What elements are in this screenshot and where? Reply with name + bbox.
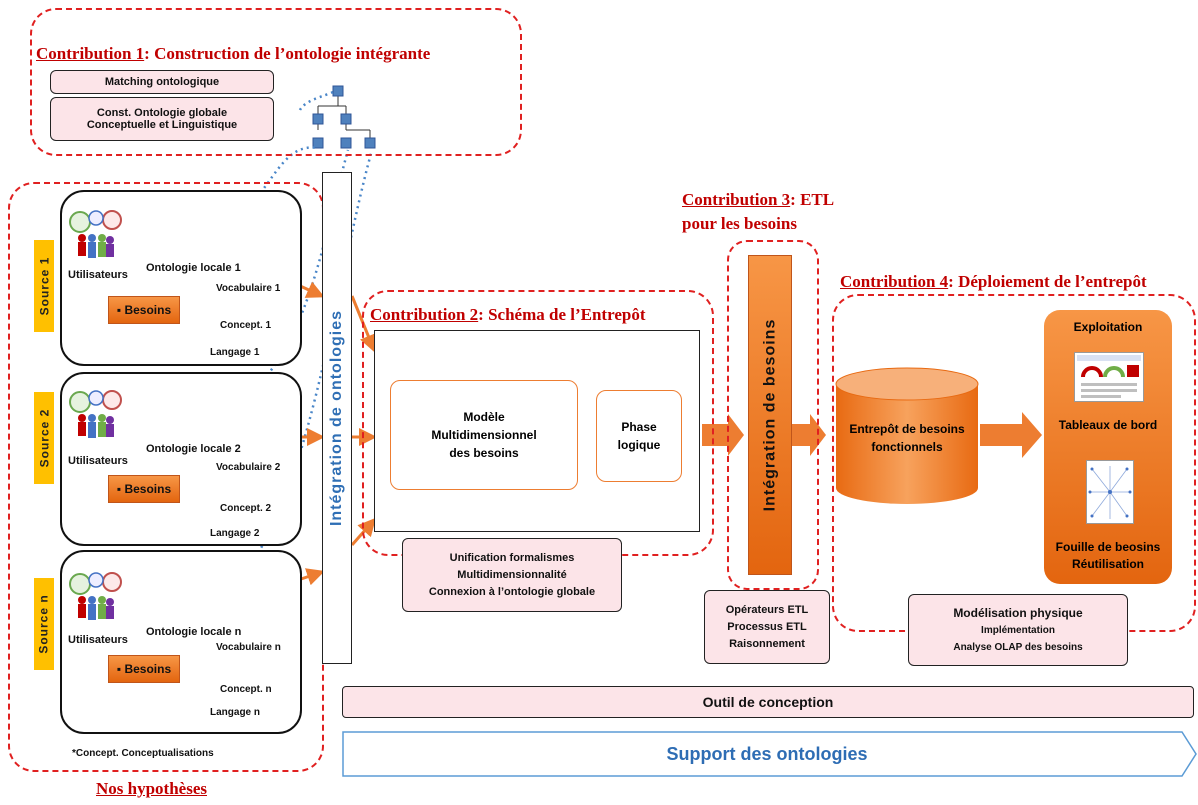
users-label: Utilisateurs [68, 634, 128, 646]
note-unification: Unification formalismes [449, 551, 575, 564]
note-analyse-olap: Analyse OLAP des besoins [953, 641, 1083, 653]
warehouse-label: Entrepôt de besoins fonctionnels [840, 420, 974, 456]
vocabulaire-label: Vocabulaire 2 [216, 462, 281, 473]
vocabulaire-label: Vocabulaire n [216, 642, 281, 653]
source-2-label: Source 2 [34, 392, 54, 484]
mining-graph-thumbnail-icon [1086, 460, 1134, 524]
contribution-3-title: Contribution 3: ETL pour les besoins [682, 188, 834, 236]
users-group-icon [66, 208, 128, 262]
note-connexion: Connexion à l’ontologie globale [428, 585, 596, 598]
modele-line1: Modèle [463, 410, 505, 424]
concept-label: Concept. n [220, 684, 272, 695]
warehouse-line1: Entrepôt de besoins [849, 422, 965, 436]
contribution-3-notes: Opérateurs ETL Processus ETL Raisonnemen… [704, 590, 830, 664]
ontologie-globale-line2: Conceptuelle et Linguistique [86, 119, 238, 131]
exploitation-title: Exploitation [1073, 320, 1143, 334]
note-implementation: Implémentation [981, 624, 1055, 636]
contribution-1-region [30, 8, 522, 156]
modele-multidimensionnel-box: Modèle Multidimensionnel des besoins [390, 380, 578, 490]
contribution-3-title-line2: pour les besoins [682, 214, 797, 233]
users-group-icon [66, 570, 128, 624]
contribution-2-notes: Unification formalismes Multidimensionna… [402, 538, 622, 612]
matching-ontologique-box: Matching ontologique [50, 70, 274, 94]
source-1-label: Source 1 [34, 240, 54, 332]
integration-besoins-label: Intégration de besoins [761, 318, 778, 512]
note-operateurs-etl: Opérateurs ETL [725, 603, 809, 616]
integration-besoins-bar: Intégration de besoins [748, 255, 792, 575]
contribution-4-title: Contribution 4: Déploiement de l’entrepô… [840, 272, 1147, 291]
source-n-label: Source n [34, 578, 54, 670]
integration-ontologies-label: Intégration de ontologies [328, 309, 346, 527]
langage-label: Langage n [210, 707, 261, 718]
footnote: *Concept. Conceptualisations [72, 748, 214, 759]
contribution-1-title: Contribution 1: Construction de l’ontolo… [36, 44, 431, 63]
contribution-2-title: Contribution 2: Schéma de l’Entrepôt [370, 305, 646, 324]
langage-label: Langage 2 [210, 528, 260, 539]
contribution-4-notes: Modélisation physique Implémentation Ana… [908, 594, 1128, 666]
fouille-label: Fouille de beosins [1055, 540, 1161, 554]
tableaux-de-bord-label: Tableaux de bord [1058, 418, 1158, 432]
dashboard-thumbnail-icon [1074, 352, 1144, 402]
hypotheses-title: Nos hypothèses [96, 779, 207, 798]
besoins-box: ▪ Besoins [108, 296, 180, 324]
note-multidimensionnalite: Multidimensionnalité [457, 568, 567, 581]
global-ontology-tree-icon [312, 85, 376, 149]
contribution-3-region [727, 240, 819, 590]
ontologie-globale-box: Const. Ontologie globale Conceptuelle et… [50, 97, 274, 141]
note-modelisation-physique: Modélisation physique [953, 605, 1083, 620]
langage-label: Langage 1 [210, 347, 260, 358]
warehouse-cylinder-icon [834, 366, 980, 506]
phase-line1: Phase [621, 420, 657, 434]
outil-de-conception-bar: Outil de conception [342, 686, 1194, 718]
ontologie-locale-label: Ontologie locale n [146, 626, 242, 638]
modele-line3: des besoins [449, 446, 519, 460]
vocabulaire-label: Vocabulaire 1 [216, 283, 281, 294]
users-group-icon [66, 388, 128, 442]
phase-line2: logique [617, 438, 661, 452]
note-raisonnement: Raisonnement [729, 637, 805, 650]
phase-logique-box: Phase logique [596, 390, 682, 482]
concept-label: Concept. 2 [220, 503, 272, 514]
reutilisation-label: Réutilisation [1071, 557, 1144, 571]
besoins-box: ▪ Besoins [108, 475, 180, 503]
ontologie-locale-label: Ontologie locale 2 [146, 443, 241, 455]
users-label: Utilisateurs [68, 455, 128, 467]
support-ontologies-label: Support des ontologies [666, 744, 868, 764]
note-processus-etl: Processus ETL [727, 620, 807, 633]
ontologie-globale-line1: Const. Ontologie globale [96, 107, 228, 119]
users-label: Utilisateurs [68, 269, 128, 281]
ontologie-locale-label: Ontologie locale 1 [146, 262, 241, 274]
modele-line2: Multidimensionnel [431, 428, 537, 442]
concept-label: Concept. 1 [220, 320, 272, 331]
besoins-box: ▪ Besoins [108, 655, 180, 683]
integration-ontologies-bar: Intégration de ontologies [322, 172, 352, 664]
support-ontologies-arrow: Support des ontologies [342, 730, 1198, 778]
warehouse-line2: fonctionnels [871, 440, 943, 454]
